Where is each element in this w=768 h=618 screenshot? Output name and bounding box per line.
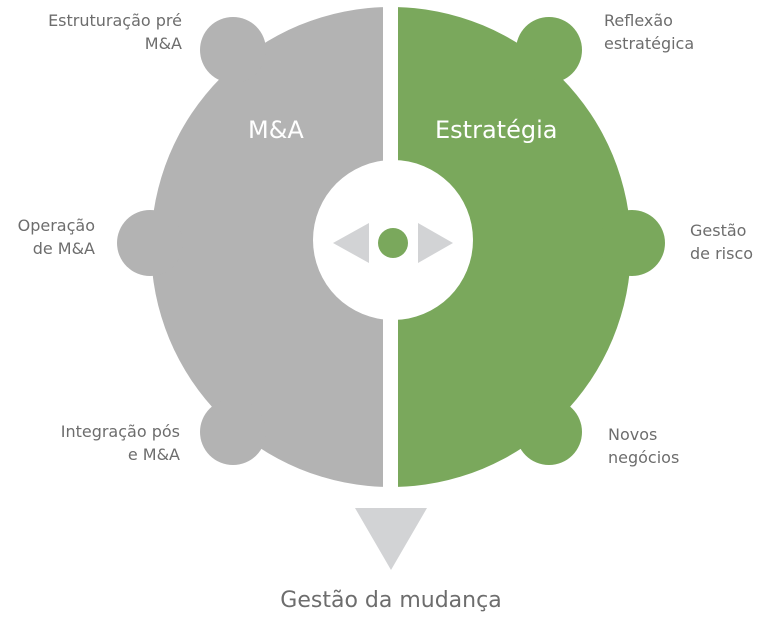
label-estruturacao: Estruturação pré M&A <box>48 11 182 53</box>
bump-negocios <box>516 399 582 465</box>
bump-risco <box>599 210 665 276</box>
bump-estruturacao <box>200 17 266 83</box>
label-risco: Gestão de risco <box>690 221 754 263</box>
estrategia-half <box>398 7 665 487</box>
bump-integracao <box>200 399 266 465</box>
label-operacao: Operação de M&A <box>17 216 95 258</box>
label-integracao: Integração pós e M&A <box>60 422 180 464</box>
right-arrow-icon <box>418 223 453 263</box>
center-dot-icon <box>378 228 408 258</box>
bottom-label: Gestão da mudança <box>280 588 502 613</box>
ma-half <box>117 7 383 487</box>
bump-reflexao <box>516 17 582 83</box>
label-reflexao: Reflexão estratégica <box>604 11 695 53</box>
left-arrow-icon <box>333 223 369 263</box>
down-arrow-icon <box>355 508 427 570</box>
bump-operacao <box>117 210 183 276</box>
label-negocios: Novos negócios <box>608 425 680 467</box>
ma-title: M&A <box>248 116 304 144</box>
estrategia-title: Estratégia <box>435 116 558 144</box>
